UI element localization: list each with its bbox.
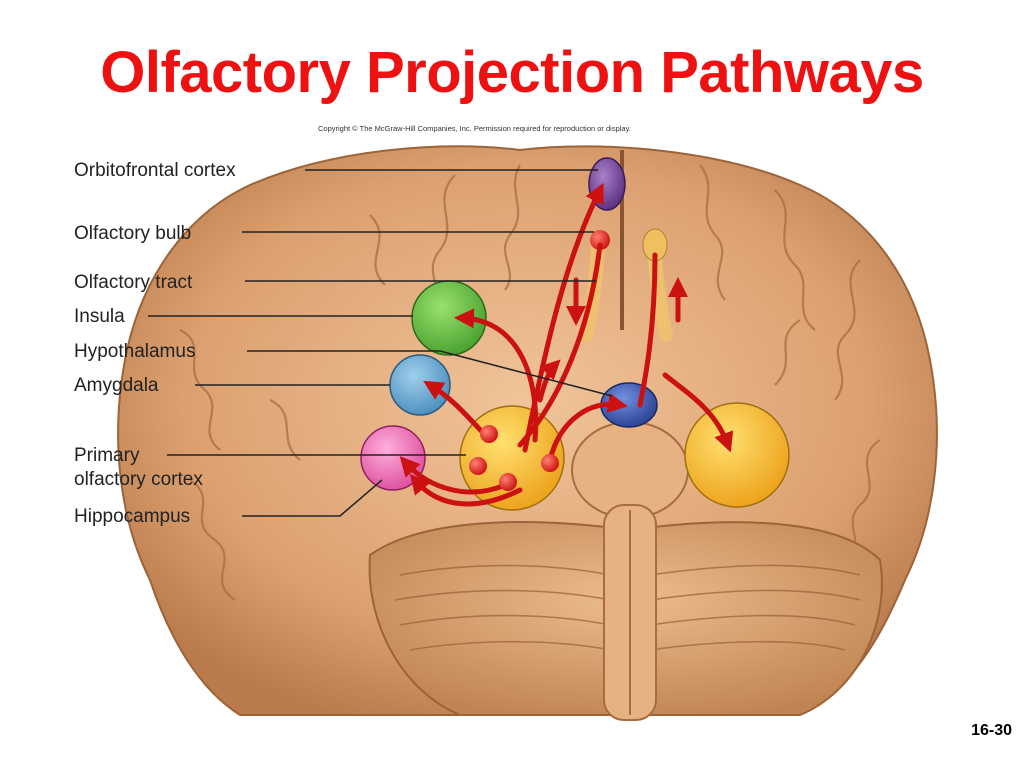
pathway-to-insula [454,308,539,443]
label-orbitofrontal-cortex: Orbitofrontal cortex [74,160,236,181]
diagram-labels: Orbitofrontal cortex Olfactory bulb Olfa… [74,160,236,527]
pathway-to-hippocampus [399,456,508,495]
label-primary-olfactory-cortex-line2: olfactory cortex [74,469,203,490]
synapse-node [469,457,487,475]
olfactory-pathways [399,182,734,507]
pathway-to-hypothalamus [547,393,628,463]
pathway-to-orbitofrontal [522,182,604,453]
leader-hypothalamus [247,350,613,397]
leader-hippocampus [242,479,383,517]
pons [571,421,689,519]
page-number: 16-30 [971,722,1012,739]
label-olfactory-bulb: Olfactory bulb [74,223,191,244]
synapse-node [541,454,559,472]
amygdala-region [389,354,451,416]
synapse-node [480,425,498,443]
pathway-to-hippocampus-lower [409,473,523,507]
synapse-nodes [469,425,559,491]
slide-title: Olfactory Projection Pathways [100,40,924,105]
synapse-node [499,473,517,491]
label-hippocampus: Hippocampus [74,506,190,527]
primary-olfactory-cortex-right-region [684,402,790,508]
label-hypothalamus: Hypothalamus [74,341,195,362]
label-olfactory-tract: Olfactory tract [74,272,193,293]
pathway-right-bulb [637,252,658,408]
label-insula: Insula [74,306,125,327]
label-amygdala: Amygdala [74,375,159,396]
pathway-right-hemisphere [662,372,734,453]
olfactory-bulb-left-dot [590,230,610,250]
leader-lines [148,169,613,517]
pathway-hypothalamus-arrow [537,359,561,403]
label-primary-olfactory-cortex-line1: Primary [74,445,140,466]
copyright-notice: Copyright © The McGraw-Hill Companies, I… [318,124,631,133]
